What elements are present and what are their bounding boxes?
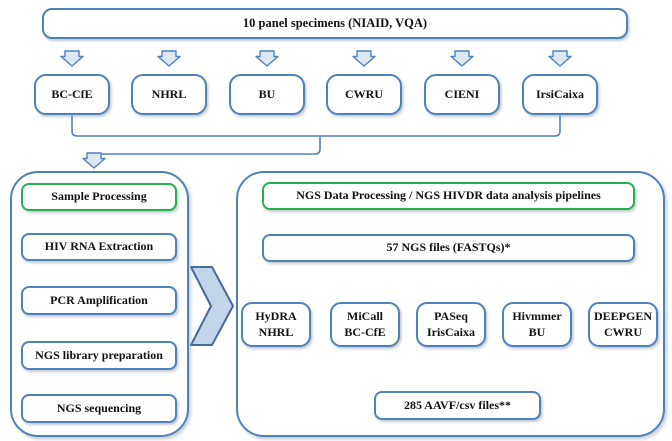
step-hiv-rna-extraction: HIV RNA Extraction [21, 233, 177, 261]
lab-box-cwru: CWRU [326, 74, 402, 115]
pipeline-site: CWRU [604, 324, 642, 339]
pipeline-tool: HyDRA [255, 308, 297, 323]
data-processing-header: NGS Data Processing / NGS HIVDR data ana… [262, 182, 635, 210]
step-ngs-library-preparation: NGS library preparation [21, 341, 177, 370]
down-arrow-icon [255, 50, 279, 67]
pipeline-box-deepgen: DEEPGEN CWRU [588, 302, 658, 347]
lab-box-nhrl: NHRL [131, 74, 207, 115]
lab-box-cieni: CIENI [424, 74, 500, 115]
lab-box-bc-cfe: BC-CfE [34, 74, 110, 115]
merge-to-left-panel-connector [93, 135, 321, 155]
pipeline-site: NHRL [258, 324, 294, 339]
pipeline-tool: PASeq [434, 308, 468, 323]
flow-chevron-icon [190, 266, 234, 346]
specimens-box: 10 panel specimens (NIAID, VQA) [42, 8, 628, 39]
lab-box-irsicaixa: IrsiCaixa [522, 74, 598, 115]
down-arrow-icon [352, 50, 376, 67]
pipeline-tool: DEEPGEN [593, 308, 652, 323]
step-ngs-sequencing: NGS sequencing [21, 394, 177, 423]
pipeline-box-hivmmer: Hivmmer BU [502, 302, 572, 347]
output-files-box: 285 AAVF/csv files** [374, 391, 541, 420]
pipeline-site: BU [528, 324, 546, 339]
pipeline-site: IrisCaixa [427, 324, 475, 339]
lab-box-bu: BU [229, 74, 305, 115]
down-arrow-icon [450, 50, 474, 67]
pipeline-site: BC-CfE [344, 324, 386, 339]
pipeline-box-micall: MiCall BC-CfE [330, 302, 400, 347]
pipeline-tool: MiCall [347, 308, 383, 323]
pipeline-box-paseq: PASeq IrisCaixa [416, 302, 486, 347]
down-arrow-icon [157, 50, 181, 67]
sample-processing-header: Sample Processing [21, 183, 177, 211]
pipeline-box-hydra: HyDRA NHRL [241, 302, 311, 347]
down-arrow-icon [548, 50, 572, 67]
step-pcr-amplification: PCR Amplification [21, 286, 177, 315]
ngs-files-box: 57 NGS files (FASTQs)* [262, 234, 635, 262]
labs-merge-bracket [71, 115, 561, 137]
pipeline-tool: Hivmmer [512, 308, 562, 323]
down-arrow-icon [82, 152, 106, 169]
down-arrow-icon [60, 50, 84, 67]
